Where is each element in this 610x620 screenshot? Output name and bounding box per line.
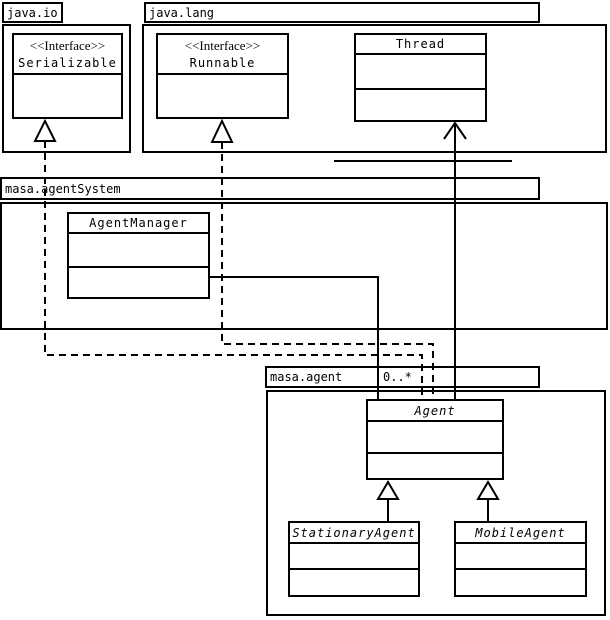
class-agent: Agent xyxy=(366,399,504,480)
class-stationaryagent-operations-compartment xyxy=(290,570,418,595)
runnable-realization-triangle-icon xyxy=(210,118,234,143)
class-serializable-header: <<Interface>> Serializable xyxy=(14,35,121,75)
class-mobileagent-header: MobileAgent xyxy=(456,523,585,544)
serializable-realization-line xyxy=(44,141,423,400)
class-runnable-header: <<Interface>> Runnable xyxy=(158,35,287,75)
class-stationaryagent-attributes-compartment xyxy=(290,544,418,570)
class-mobileagent: MobileAgent xyxy=(454,521,587,597)
class-agent-name: Agent xyxy=(414,403,456,418)
class-serializable-name: Serializable xyxy=(18,56,117,71)
class-stationaryagent: StationaryAgent xyxy=(288,521,420,597)
package-java-io-tab: java.io xyxy=(2,2,63,23)
class-agentmanager-attributes-compartment xyxy=(69,234,208,268)
package-java-io-label: java.io xyxy=(7,5,58,20)
mobileagent-generalization-triangle-icon xyxy=(476,480,500,500)
class-runnable-members-compartment xyxy=(158,75,287,117)
runnable-realization-line xyxy=(221,142,434,400)
class-mobileagent-operations-compartment xyxy=(456,570,585,595)
package-java-lang-tab: java.lang xyxy=(144,2,540,23)
thread-generalization-arrowhead-icon xyxy=(443,121,467,140)
class-serializable: <<Interface>> Serializable xyxy=(12,33,123,119)
package-java-lang-label: java.lang xyxy=(149,5,215,20)
class-runnable: <<Interface>> Runnable xyxy=(156,33,289,119)
class-mobileagent-name: MobileAgent xyxy=(475,525,566,540)
package-masa-agentSystem-label: masa.agentSystem xyxy=(5,181,121,196)
class-agentmanager: AgentManager xyxy=(67,212,210,299)
class-thread-name: Thread xyxy=(395,37,446,51)
class-agent-operations-compartment xyxy=(368,454,502,478)
class-agent-attributes-compartment xyxy=(368,422,502,454)
interface-stereotype-label: <<Interface>> xyxy=(29,37,106,53)
class-runnable-name: Runnable xyxy=(189,56,256,71)
package-masa-agentSystem-tab: masa.agentSystem xyxy=(0,177,540,200)
interface-stereotype-label: <<Interface>> xyxy=(184,37,261,53)
class-agentmanager-header: AgentManager xyxy=(69,214,208,234)
serializable-realization-triangle-icon xyxy=(33,118,57,142)
class-serializable-members-compartment xyxy=(14,75,121,117)
package-masa-agent-label: masa.agent xyxy=(270,370,343,384)
class-thread-attributes-compartment xyxy=(356,55,485,90)
package-masa-agent-tab: masa.agent xyxy=(265,366,540,388)
class-thread: Thread xyxy=(354,33,487,122)
association-multiplicity-label: 0..* xyxy=(383,370,412,384)
class-stationaryagent-header: StationaryAgent xyxy=(290,523,418,544)
class-thread-header: Thread xyxy=(356,35,485,55)
agentmanager-agent-association-line xyxy=(210,276,379,400)
class-thread-operations-compartment xyxy=(356,90,485,120)
class-agentmanager-name: AgentManager xyxy=(89,216,188,230)
class-agentmanager-operations-compartment xyxy=(69,268,208,297)
class-agent-header: Agent xyxy=(368,401,502,422)
stationaryagent-generalization-triangle-icon xyxy=(376,480,400,500)
class-stationaryagent-name: StationaryAgent xyxy=(292,525,416,540)
class-mobileagent-attributes-compartment xyxy=(456,544,585,570)
